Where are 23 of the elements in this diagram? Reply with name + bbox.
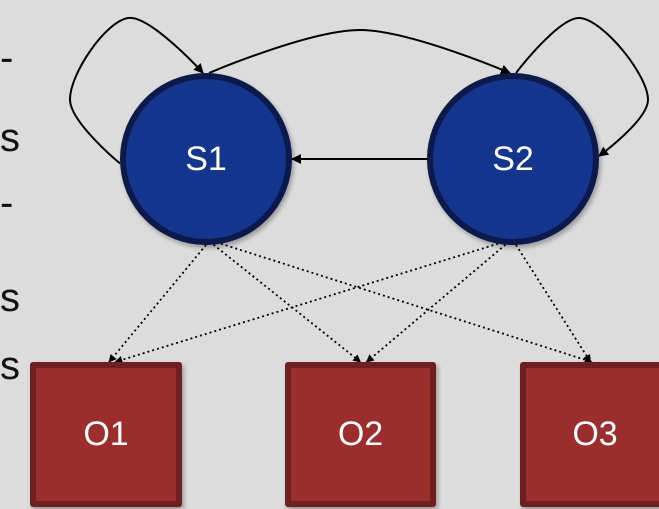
node-label: S2 (492, 140, 534, 178)
arrow (515, 17, 649, 157)
dotted-arrow (212, 244, 362, 363)
observation-box (520, 362, 659, 507)
node-label: O2 (338, 415, 384, 454)
text-fragment: - (0, 38, 14, 78)
text-fragment: s (0, 278, 20, 318)
node-label: S1 (185, 140, 227, 178)
observation-box (285, 362, 436, 507)
text-fragment: s (0, 346, 20, 386)
dotted-arrow (366, 244, 506, 363)
dotted-arrow (220, 242, 593, 364)
arrow (208, 29, 511, 74)
dotted-arrow (114, 242, 498, 364)
text-fragment: - (0, 183, 14, 223)
text-fragment: s (0, 118, 20, 158)
dotted-arrow (515, 244, 592, 363)
observation-box (30, 362, 182, 507)
arrow (69, 17, 204, 164)
arrow (291, 154, 427, 164)
dotted-arrow (108, 244, 207, 363)
node-label: O3 (572, 415, 618, 454)
node-label: O1 (83, 415, 129, 454)
